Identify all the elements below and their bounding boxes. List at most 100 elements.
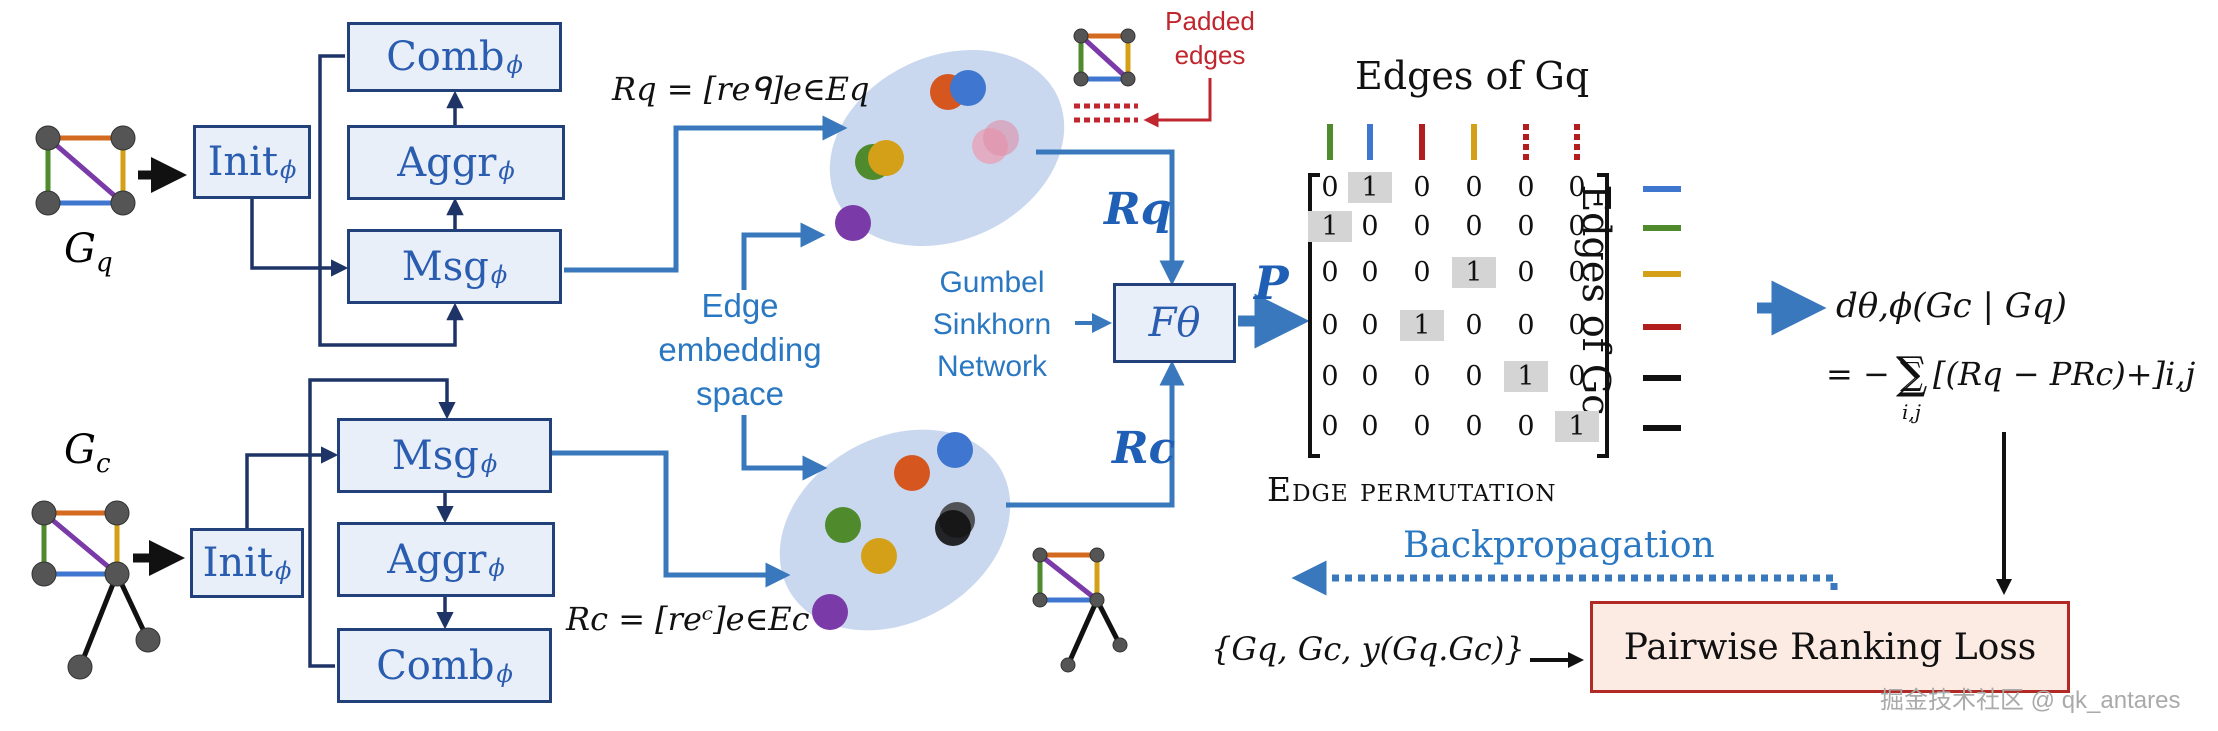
corpus-graph-small-node	[1089, 592, 1105, 608]
comb-loop-arrow-c	[308, 378, 456, 668]
distance-label: dθ,ϕ(Gc | Gq)	[1836, 286, 2067, 326]
embedding-dot	[861, 538, 897, 574]
matrix-cell-zero: 0	[1517, 411, 1535, 442]
corpus-graph-small-edge	[1094, 598, 1123, 647]
matrix-cell-zero: 0	[1465, 211, 1483, 242]
rq-to-ftheta-arrow	[1036, 149, 1185, 286]
rc-definition: Rc = [reᶜ]e∈Ec	[566, 600, 810, 638]
matrix-cell-zero: 0	[1413, 361, 1431, 392]
padded-edges-label: Padded edges	[1165, 6, 1255, 70]
matrix-cell-zero: 0	[1517, 257, 1535, 288]
query-graph-small-edge	[1079, 34, 1130, 81]
matrix-cell-zero: 0	[1568, 257, 1586, 288]
embedding-dot	[894, 455, 930, 491]
matrix-cell-zero: 0	[1321, 361, 1339, 392]
corpus-graph-label: Gc	[64, 427, 111, 479]
corpus-graph-node	[31, 500, 57, 526]
query-graph-edge	[46, 136, 125, 205]
rq-arrow-label: Rq	[1104, 184, 1172, 235]
matrix-cell-one: 1	[1555, 411, 1599, 442]
corpus-graph-node	[135, 627, 161, 653]
matrix-right-bracket	[1597, 173, 1609, 458]
rq-definition: Rq = [reᑫ]e∈Eq	[612, 70, 870, 108]
matrix-cell-zero: 0	[1568, 211, 1586, 242]
embedding-dot	[950, 70, 986, 106]
corpus-graph-edge	[77, 573, 120, 668]
matrix-cell-zero: 0	[1465, 310, 1483, 341]
p-arrow-label: P	[1254, 256, 1289, 310]
rc-arrow-label: Rc	[1112, 423, 1176, 474]
backprop-arrow	[1291, 560, 1838, 596]
matrix-top-title: Edges of Gq	[1355, 54, 1590, 98]
matrix-cell-zero: 0	[1321, 172, 1339, 203]
init-to-msg-arrow-q	[250, 199, 349, 277]
corpus-graph-small-edge	[1065, 598, 1100, 667]
summation-symbol: ∑	[1896, 348, 1927, 399]
corpus-graph-small-node	[1089, 547, 1105, 563]
corpus-graph-edge	[42, 511, 119, 576]
embedding-dot	[937, 432, 973, 468]
query-graph-small-node	[1073, 28, 1089, 44]
matrix-cell-one: 1	[1504, 361, 1548, 392]
embedding-dot	[835, 205, 871, 241]
gumbel-sinkhorn-label: Gumbel Sinkhorn Network	[932, 266, 1052, 383]
matrix-cell-zero: 0	[1361, 411, 1379, 442]
corpus-graph-small-node	[1032, 592, 1048, 608]
edge-embedding-space-label: Edge embedding space	[658, 287, 822, 412]
matrix-cell-zero: 0	[1413, 172, 1431, 203]
training-triplet: {Gq, Gc, y(Gq.Gc)}	[1211, 630, 1525, 668]
matrix-cell-zero: 0	[1517, 310, 1535, 341]
query-embedding-ellipse	[829, 49, 1065, 247]
rc-to-ftheta-arrow	[1006, 360, 1185, 508]
matrix-cell-zero: 0	[1517, 211, 1535, 242]
query-graph-label: Gq	[64, 226, 113, 278]
comb-loop-arrow-q	[318, 54, 464, 347]
corpus-embedding-ellipse	[779, 429, 1011, 631]
embedding-dot	[868, 140, 904, 176]
query-graph-node	[35, 190, 61, 216]
matrix-cell-zero: 0	[1568, 361, 1586, 392]
embedding-dot	[825, 507, 861, 543]
query-graph-small-node	[1120, 71, 1136, 87]
query-graph-node	[110, 190, 136, 216]
embedding-dot	[812, 594, 848, 630]
corpus-graph-small-node	[1112, 637, 1128, 653]
watermark: 掘金技术社区 @ qk_antares	[1880, 687, 2181, 714]
matrix-cell-zero: 0	[1321, 257, 1339, 288]
matrix-cell-zero: 0	[1517, 172, 1535, 203]
matrix-cell-zero: 0	[1413, 211, 1431, 242]
matrix-cell-zero: 0	[1361, 361, 1379, 392]
embedding-dot	[983, 120, 1019, 156]
matrix-cell-zero: 0	[1413, 411, 1431, 442]
init-to-msg-arrow-c	[245, 446, 339, 528]
matrix-cell-zero: 0	[1413, 257, 1431, 288]
pairwise-ranking-loss-box: Pairwise Ranking Loss	[1590, 601, 2070, 693]
matrix-cell-zero: 0	[1465, 172, 1483, 203]
matrix-bottom-title: Edge permutation	[1267, 470, 1557, 509]
corpus-graph-small-node	[1032, 547, 1048, 563]
matrix-cell-zero: 0	[1568, 310, 1586, 341]
f-theta-box: Fθ	[1113, 283, 1236, 363]
query-graph-small-node	[1120, 28, 1136, 44]
space-label-down-arrow	[741, 415, 828, 481]
corpus-graph-small-edge	[1038, 553, 1099, 602]
matrix-cell-zero: 0	[1361, 211, 1379, 242]
distance-formula: = − ∑ [(Rq − PRc)+]i,j	[1826, 355, 2196, 393]
matrix-cell-zero: 0	[1361, 257, 1379, 288]
matrix-cell-zero: 0	[1321, 411, 1339, 442]
matrix-cell-one: 1	[1400, 310, 1444, 341]
corpus-graph-node	[104, 561, 130, 587]
embedding-dot	[935, 510, 971, 546]
corpus-graph-node	[67, 654, 93, 680]
corpus-graph-node	[104, 500, 130, 526]
matrix-cell-one: 1	[1452, 257, 1496, 288]
